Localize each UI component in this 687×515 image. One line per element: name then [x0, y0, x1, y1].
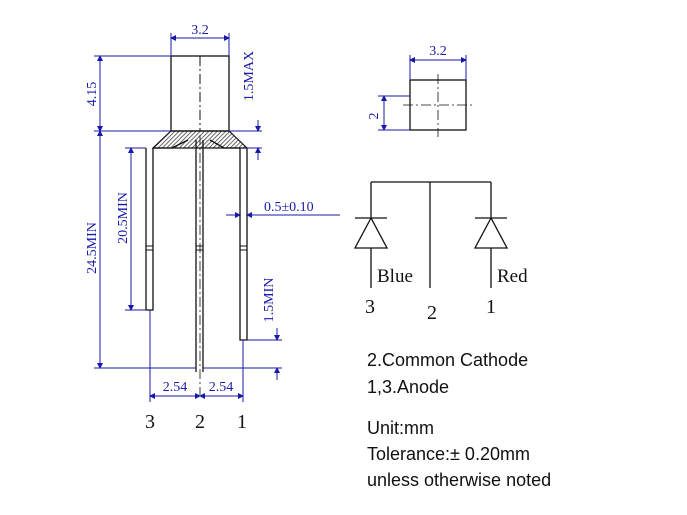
- dim-pitch: 2.54 2.54: [149, 310, 244, 402]
- dim-total-lead-label: 24.5MIN: [85, 222, 100, 274]
- pin-number-2: 2: [195, 411, 205, 433]
- schematic-pin-3: 3: [365, 296, 375, 318]
- note-common-cathode: 2.Common Cathode: [367, 350, 528, 370]
- dim-top-width: 3.2: [170, 23, 230, 56]
- lead-3-bend: [153, 139, 189, 149]
- dim-dome: 1.5MAX: [229, 51, 262, 160]
- red-label: Red: [497, 266, 528, 287]
- blue-label: Blue: [377, 266, 413, 287]
- note-unless: unless otherwise noted: [367, 470, 551, 490]
- top-view: 3.2 2: [367, 44, 474, 137]
- dim-top-width-label: 3.2: [191, 23, 209, 38]
- side-view: 3.2 4.15 1.5MAX 24.5MIN: [85, 23, 340, 433]
- pin-number-3: 3: [145, 411, 155, 433]
- dim-lead-thickness-label: 0.5±0.10: [264, 200, 314, 215]
- dim-side-lead-label: 20.5MIN: [116, 192, 131, 244]
- dim-pitch-right-label: 2.54: [209, 380, 234, 395]
- notes: 2.Common Cathode 1,3.Anode Unit:mm Toler…: [367, 350, 551, 490]
- dim-pitch-left-label: 2.54: [163, 380, 188, 395]
- red-diode: [473, 216, 509, 249]
- pin-number-1: 1: [237, 411, 247, 433]
- lead-1: [239, 148, 248, 341]
- dim-body-height-label: 4.15: [85, 82, 100, 107]
- dim-dome-label: 1.5MAX: [242, 51, 257, 101]
- blue-diode: [353, 216, 389, 249]
- dim-total-lead: 24.5MIN: [85, 130, 196, 369]
- schematic-pin-1: 1: [486, 296, 496, 318]
- dim-lead-thickness: 0.5±0.10: [226, 200, 340, 218]
- dim-body-height: 4.15: [85, 55, 171, 132]
- top-view-width-label: 3.2: [429, 44, 447, 59]
- note-anode: 1,3.Anode: [367, 377, 449, 397]
- top-view-height-label: 2: [367, 113, 382, 120]
- dim-lead-offset-label: 1.5MIN: [262, 278, 277, 323]
- schematic: Blue Red 3 2 1: [353, 181, 528, 324]
- note-tolerance: Tolerance:± 0.20mm: [367, 444, 530, 464]
- note-unit: Unit:mm: [367, 418, 434, 438]
- schematic-pin-2: 2: [427, 302, 437, 324]
- dim-side-lead: 20.5MIN: [116, 147, 146, 311]
- lead-1-bend: [209, 139, 240, 149]
- lead-3: [145, 148, 154, 311]
